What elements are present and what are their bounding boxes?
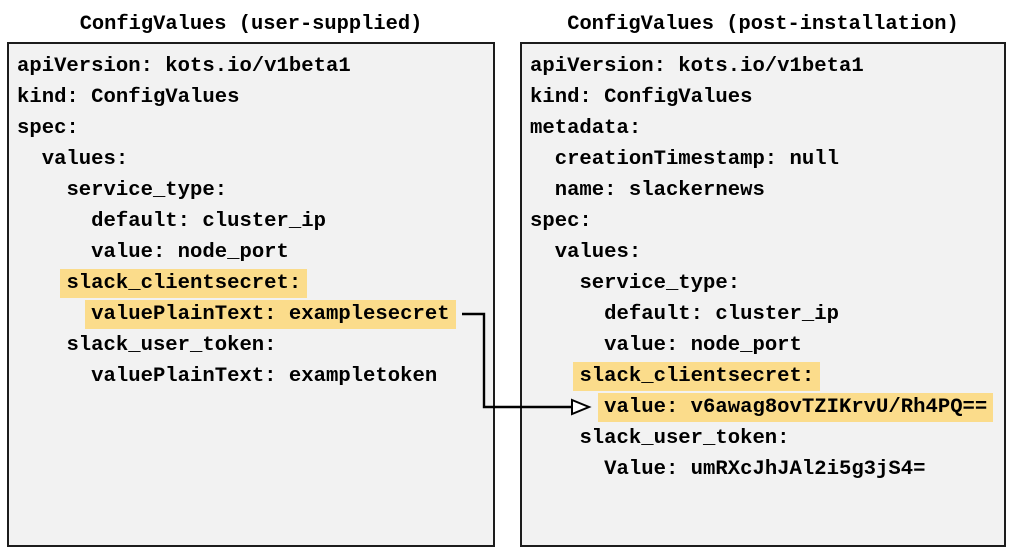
highlighted-code-text: slack_clientsecret: [60, 269, 308, 298]
code-text: service_type: [66, 179, 228, 202]
code-text: spec: [530, 210, 592, 233]
code-line: spec: [530, 206, 1004, 237]
code-text: kind: ConfigValues [530, 86, 753, 109]
user-supplied-column: ConfigValues (user-supplied) apiVersion:… [7, 8, 495, 547]
post-installation-config-panel: apiVersion: kots.io/v1beta1 kind: ConfigV… [520, 42, 1006, 547]
code-text: Value: umRXcJhJAl2i5g3jS4= [604, 458, 926, 481]
code-text: spec: [17, 117, 79, 140]
code-line: value: v6awag8ovTZIKrvU/Rh4PQ== [530, 392, 1004, 423]
code-line: metadata: [530, 113, 1004, 144]
code-text: default: cluster_ip [91, 210, 326, 233]
code-line: slack_user_token: [530, 423, 1004, 454]
code-text: apiVersion: kots.io/v1beta1 [17, 55, 351, 78]
user-supplied-panel-title: ConfigValues (user-supplied) [79, 13, 423, 36]
code-line: default: cluster_ip [17, 206, 493, 237]
post-installation-column: ConfigValues (post-installation) apiVers… [520, 8, 1006, 547]
highlighted-code-text: value: v6awag8ovTZIKrvU/Rh4PQ== [598, 393, 994, 422]
code-text: slack_user_token: [66, 334, 277, 357]
code-line: value: node_port [530, 330, 1004, 361]
code-line: slack_clientsecret: [530, 361, 1004, 392]
post-installation-panel-title: ConfigValues (post-installation) [567, 13, 959, 36]
code-text: slack_user_token: [579, 427, 790, 450]
code-line: valuePlainText: exampletoken [17, 361, 493, 392]
code-line: values: [17, 144, 493, 175]
code-line: slack_clientsecret: [17, 268, 493, 299]
code-line: kind: ConfigValues [530, 82, 1004, 113]
code-text: apiVersion: kots.io/v1beta1 [530, 55, 864, 78]
code-line: valuePlainText: examplesecret [17, 299, 493, 330]
user-supplied-config-panel: apiVersion: kots.io/v1beta1 kind: ConfigV… [7, 42, 495, 547]
code-line: Value: umRXcJhJAl2i5g3jS4= [530, 454, 1004, 485]
code-text: values: [554, 241, 642, 264]
code-text: value: node_port [91, 241, 289, 264]
code-line: service_type: [530, 268, 1004, 299]
code-line: value: node_port [17, 237, 493, 268]
code-text: creationTimestamp: null [554, 148, 839, 171]
highlighted-code-text: slack_clientsecret: [573, 362, 821, 391]
code-text: value: node_port [604, 334, 802, 357]
code-line: values: [530, 237, 1004, 268]
code-text: values: [41, 148, 129, 171]
code-line: slack_user_token: [17, 330, 493, 361]
code-line: service_type: [17, 175, 493, 206]
code-text: default: cluster_ip [604, 303, 839, 326]
code-text: metadata: [530, 117, 642, 140]
highlighted-code-text: valuePlainText: examplesecret [85, 300, 456, 329]
code-text: valuePlainText: exampletoken [91, 365, 438, 388]
code-line: name: slackernews [530, 175, 1004, 206]
code-line: kind: ConfigValues [17, 82, 493, 113]
code-line: creationTimestamp: null [530, 144, 1004, 175]
code-line: spec: [17, 113, 493, 144]
code-line: apiVersion: kots.io/v1beta1 [530, 51, 1004, 82]
code-text: kind: ConfigValues [17, 86, 240, 109]
code-text: service_type: [579, 272, 741, 295]
code-line: default: cluster_ip [530, 299, 1004, 330]
code-line: apiVersion: kots.io/v1beta1 [17, 51, 493, 82]
code-text: name: slackernews [554, 179, 765, 202]
